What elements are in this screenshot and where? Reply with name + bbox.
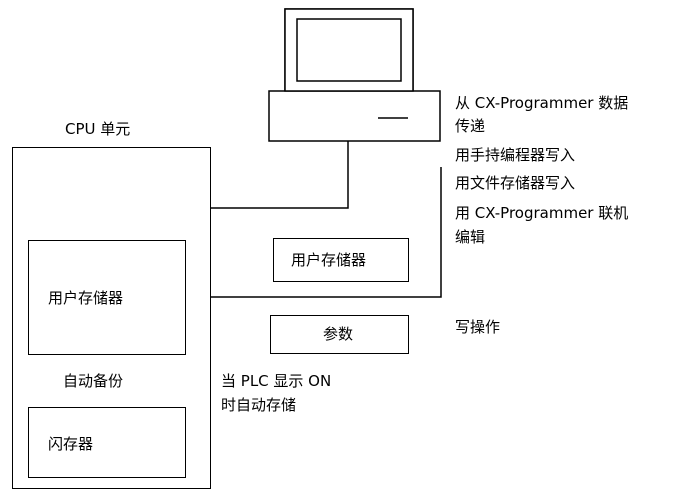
- source-user-memory-box: [273, 238, 409, 282]
- transfer-method-4: 用文件存储器写入: [455, 174, 576, 192]
- connection-line: [211, 141, 349, 209]
- transfer-method-3: 用手持编程器写入: [455, 146, 576, 164]
- parameters-box: [270, 315, 409, 354]
- flash-memory-box: [28, 407, 186, 478]
- cpu-unit-label: CPU 单元: [65, 120, 131, 138]
- write-operation-label: 写操作: [455, 318, 501, 336]
- plc-note-line2: 时自动存储: [221, 396, 297, 414]
- user-memory-box: [28, 240, 186, 355]
- write-arrow: [184, 167, 442, 303]
- auto-backup-label: 自动备份: [63, 372, 124, 390]
- transfer-method-5: 用 CX-Programmer 联机: [455, 204, 629, 222]
- parameters-label: 参数: [323, 325, 354, 343]
- source-user-memory-label: 用户存储器: [291, 251, 367, 269]
- flash-memory-label: 闪存器: [48, 435, 94, 453]
- transfer-method-1: 从 CX-Programmer 数据: [455, 94, 629, 112]
- transfer-method-2: 传递: [455, 117, 486, 135]
- plc-note-line1: 当 PLC 显示 ON: [221, 372, 332, 390]
- computer-icon: [268, 8, 441, 142]
- computer-base: [268, 90, 441, 142]
- transfer-method-6: 编辑: [455, 228, 486, 246]
- user-memory-label: 用户存储器: [48, 289, 124, 307]
